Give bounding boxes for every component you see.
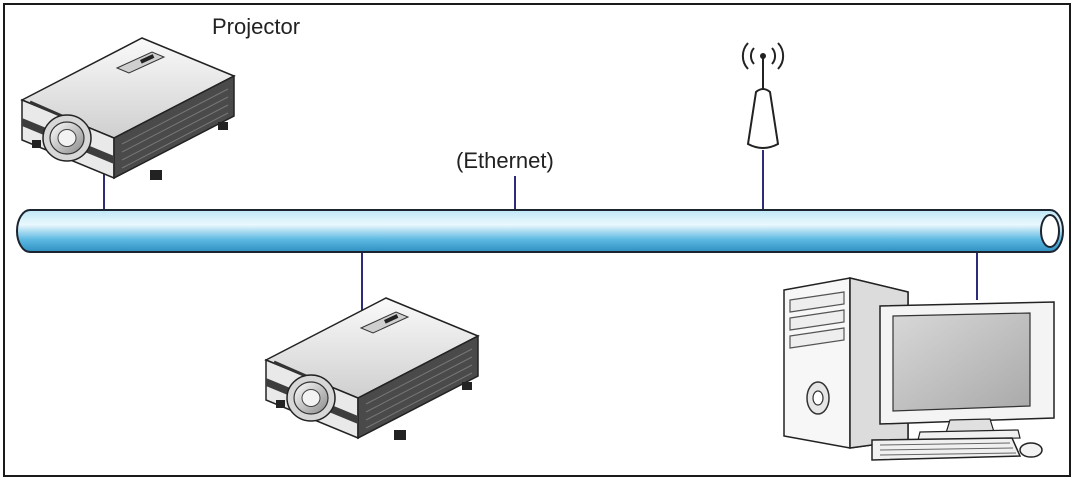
projector-label: Projector xyxy=(212,14,301,39)
diagram-frame xyxy=(3,3,1071,477)
ethernet-cable xyxy=(16,209,1064,253)
ethernet-label: (Ethernet) xyxy=(456,148,554,173)
projector-1-icon xyxy=(20,36,236,182)
projector-2-icon xyxy=(264,296,480,442)
wireless-router-icon xyxy=(741,42,785,149)
desktop-computer-icon xyxy=(783,277,1055,461)
